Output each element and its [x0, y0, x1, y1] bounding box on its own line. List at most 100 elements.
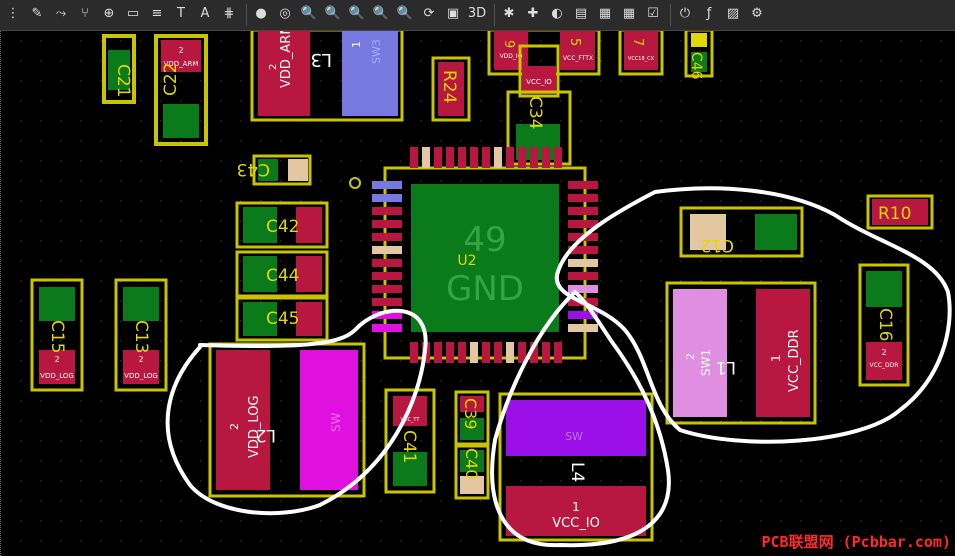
zoom-previous-icon[interactable]: 🔍 [396, 5, 414, 21]
palette-icon[interactable]: ◐ [551, 5, 563, 21]
board-tool-icon[interactable]: ▭ [126, 5, 140, 21]
u2-pin[interactable] [530, 342, 538, 363]
component-c16[interactable]: 2 VCC_DDR C16 [858, 263, 910, 387]
r24-pad[interactable] [438, 62, 464, 116]
u2-pin[interactable] [568, 311, 598, 319]
c34-top-pad-b[interactable] [560, 31, 595, 70]
u2-pin[interactable] [446, 147, 454, 168]
c45-pad2[interactable] [296, 302, 322, 336]
u2-pin[interactable] [372, 324, 402, 332]
component-c39[interactable]: C39 [454, 390, 490, 446]
u2-pin[interactable] [568, 246, 598, 254]
u2-pin[interactable] [482, 342, 490, 363]
u2-pin[interactable] [458, 147, 466, 168]
component-r10[interactable]: R10 [866, 194, 934, 230]
c42-pad2[interactable] [296, 207, 322, 243]
l1-pad2[interactable] [673, 289, 727, 417]
u2-pin[interactable] [410, 342, 418, 363]
measure-tool-icon[interactable]: A [200, 5, 210, 21]
u2-pin[interactable] [568, 272, 598, 280]
c34-pad2[interactable] [522, 66, 556, 94]
c13-pad2[interactable] [123, 350, 159, 384]
c46-pad-a[interactable] [691, 33, 707, 47]
u2-thermal-pad[interactable] [411, 184, 559, 332]
u2-pin[interactable] [372, 272, 402, 280]
component-c43[interactable]: C43 [236, 154, 312, 186]
c16-pad1[interactable] [866, 271, 902, 307]
component-l3[interactable]: VDD_ARM 2 L3 1 SW3 [250, 31, 404, 122]
u2-pin[interactable] [434, 342, 442, 363]
l4-pad2[interactable] [506, 400, 646, 456]
u2-pin[interactable] [568, 194, 598, 202]
c13-pad1[interactable] [123, 287, 159, 321]
route-tool-icon[interactable]: ⤳ [55, 5, 67, 21]
r10-pad[interactable] [872, 199, 928, 225]
component-l1[interactable]: 2 SW1 L1 1 VCC_DDR [665, 281, 817, 425]
u2-pin[interactable] [372, 311, 402, 319]
component-c15[interactable]: 2 VDD_LOG C15 [30, 278, 84, 392]
zoom-area-icon[interactable]: ◎ [279, 5, 291, 21]
u2-pin[interactable] [372, 298, 402, 306]
u2-pin[interactable] [372, 246, 402, 254]
settings-icon[interactable]: ⚙ [751, 5, 763, 21]
c21-pad[interactable] [108, 50, 130, 90]
c22-pad1[interactable] [163, 104, 199, 138]
component-l2[interactable]: 2 VDD_LOG L2 SW [208, 342, 366, 498]
u2-pin[interactable] [372, 285, 402, 293]
c40-pad2[interactable] [460, 476, 484, 494]
checklist-icon[interactable]: ☑ [647, 5, 659, 21]
c45-pad1[interactable] [243, 302, 277, 336]
align-tool-icon[interactable]: ≡ [151, 5, 163, 21]
l4-pad1[interactable] [506, 486, 646, 536]
component-c46[interactable]: C46 [684, 31, 714, 80]
component-c13[interactable]: 2 VDD_LOG C13 [114, 278, 168, 392]
u2-pin[interactable] [458, 342, 466, 363]
script-icon[interactable]: ƒ [706, 5, 712, 21]
l2-pad1[interactable] [300, 350, 358, 490]
l3-pad2[interactable] [258, 31, 310, 116]
u2-pin[interactable] [554, 147, 562, 168]
refresh-icon[interactable]: ⟳ [423, 5, 435, 21]
c44-pad1[interactable] [243, 256, 277, 292]
table-icon[interactable]: ▦ [622, 5, 636, 21]
u2-pin[interactable] [372, 181, 402, 189]
u2-pin[interactable] [372, 259, 402, 267]
component-c45[interactable]: C45 [235, 296, 329, 342]
c39-pad2[interactable] [460, 396, 484, 412]
pen-tool-icon[interactable]: ✎ [31, 5, 43, 21]
u2-pin[interactable] [422, 147, 430, 168]
u2-pin[interactable] [372, 207, 402, 215]
u2-pin[interactable] [506, 342, 514, 363]
c40-pad1[interactable] [460, 450, 484, 472]
component-c41[interactable]: VCC_TT C41 [384, 388, 436, 494]
u2-pin[interactable] [372, 220, 402, 228]
u2-pin[interactable] [568, 207, 598, 215]
library-icon[interactable]: ▤ [574, 5, 588, 21]
c39-pad1[interactable] [460, 418, 484, 440]
highlight-icon[interactable]: ✱ [503, 5, 515, 21]
ctop-pad[interactable] [624, 31, 658, 70]
u2-pin[interactable] [494, 342, 502, 363]
u2-pin[interactable] [372, 233, 402, 241]
u2-pin[interactable] [568, 324, 598, 332]
u2-pin[interactable] [446, 342, 454, 363]
c15-pad1[interactable] [39, 287, 75, 321]
board-view-icon[interactable]: ▣ [446, 5, 460, 21]
c16-pad2[interactable] [866, 342, 902, 380]
u2-pin[interactable] [542, 342, 550, 363]
c12-pad2[interactable] [755, 214, 797, 250]
component-c22[interactable]: 2 VDD_ARM C22 [154, 34, 208, 146]
text-tool-icon[interactable]: T [177, 5, 185, 21]
u2-pin[interactable] [530, 147, 538, 168]
component-c-right-top[interactable]: 7 VCC18_CX [618, 31, 664, 76]
u2-pin[interactable] [568, 181, 598, 189]
component-c40[interactable]: C40 [454, 444, 490, 500]
c46-pad-b[interactable] [691, 52, 707, 72]
c12-pad1[interactable] [690, 214, 726, 250]
component-l4[interactable]: SW L4 1 VCC_IO [498, 392, 654, 542]
zoom-fit-icon[interactable]: 🔍 [348, 5, 366, 21]
u2-pin[interactable] [542, 147, 550, 168]
u2-pin[interactable] [568, 259, 598, 267]
layers-icon[interactable]: ▦ [598, 5, 612, 21]
via-tool-icon[interactable]: ⊕ [103, 5, 115, 21]
